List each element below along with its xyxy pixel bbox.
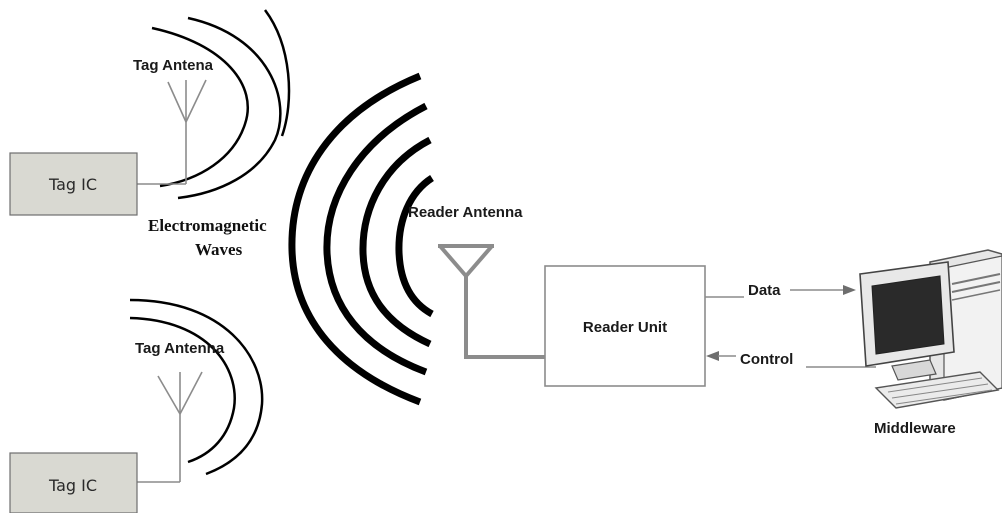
reader-wave-inner — [395, 175, 435, 318]
top-tag-ic-box — [9, 152, 138, 216]
top-tag-wave-outer — [263, 9, 291, 137]
computer-icon: Middleware — [859, 249, 1002, 437]
reader-antenna-label: Reader Antenna — [408, 204, 523, 221]
reader-wave-third — [359, 136, 432, 348]
control-label: Control — [740, 351, 793, 368]
top-tag-antenna-icon — [167, 79, 207, 184]
control-arrowhead-icon — [706, 351, 719, 361]
reader-waves — [288, 72, 435, 406]
top-tag-wave-inner — [151, 26, 250, 188]
bottom-tag-antenna-label: Tag Antenna — [135, 340, 225, 357]
bottom-tag-wave-outer — [129, 298, 264, 476]
top-tag-ic-label: Tag IC — [48, 175, 97, 194]
data-label: Data — [748, 282, 781, 299]
bottom-tag-antenna-icon — [157, 371, 203, 482]
data-arrowhead-icon — [843, 285, 856, 295]
top-tag-antenna-label: Tag Antena — [133, 57, 214, 74]
waves-label-line1: Electromagnetic — [148, 216, 267, 235]
reader-wave-outer — [288, 72, 422, 406]
bottom-tag-ic-box — [9, 452, 138, 513]
waves-label-line2: Waves — [195, 240, 243, 259]
top-tag: Tag IC Tag Antena — [9, 9, 291, 216]
links: Data Control — [705, 282, 876, 368]
bottom-tag-wave-inner — [129, 316, 236, 464]
reader: Reader Antenna Reader Unit — [408, 204, 706, 387]
middleware-label: Middleware — [874, 420, 956, 437]
reader-unit-label: Reader Unit — [583, 319, 667, 336]
top-tag-wave-middle — [177, 16, 282, 200]
reader-antenna-icon — [438, 244, 545, 359]
reader-unit-box — [544, 265, 706, 387]
bottom-tag-ic-label: Tag IC — [48, 476, 97, 495]
bottom-tag: Tag IC Tag Antenna — [9, 298, 264, 513]
reader-wave-second — [323, 102, 428, 376]
